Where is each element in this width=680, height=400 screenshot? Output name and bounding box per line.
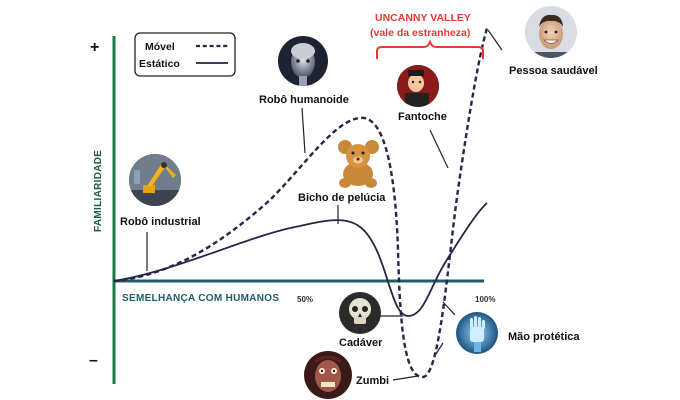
healthy-person-icon bbox=[525, 6, 577, 58]
zombie-label: Zumbi bbox=[356, 375, 389, 387]
tick-50: 50% bbox=[297, 295, 313, 304]
teddy-bear-label: Bicho de pelúcia bbox=[298, 192, 386, 204]
industrial-robot-icon bbox=[129, 154, 181, 206]
healthy-person-label: Pessoa saudável bbox=[509, 65, 598, 77]
skull-icon bbox=[339, 292, 381, 334]
legend-box: Móvel Estático bbox=[134, 32, 236, 77]
humanoid-robot-label: Robô humanoide bbox=[259, 94, 349, 106]
puppet-icon bbox=[397, 65, 439, 107]
puppet-label: Fantoche bbox=[398, 111, 447, 123]
teddy-bear-icon bbox=[338, 140, 379, 188]
x-axis-label: SEMELHANÇA COM HUMANOS bbox=[122, 293, 279, 304]
tick-100: 100% bbox=[475, 295, 495, 304]
uncanny-valley-subtitle: (vale da estranheza) bbox=[370, 27, 470, 39]
leader-lines bbox=[146, 29, 503, 381]
still-curve bbox=[113, 202, 488, 317]
corpse-label: Cadáver bbox=[339, 337, 383, 349]
uncanny-valley-title: UNCANNY VALLEY bbox=[375, 12, 471, 24]
legend-moving-label: Móvel bbox=[145, 41, 175, 53]
y-plus-sign: + bbox=[90, 39, 99, 56]
prosthetic-hand-icon bbox=[456, 312, 498, 354]
industrial-robot-label: Robô industrial bbox=[120, 216, 201, 228]
zombie-icon bbox=[304, 351, 352, 399]
uncanny-valley-bracket bbox=[376, 39, 484, 59]
prosthetic-hand-label: Mão protética bbox=[508, 331, 580, 343]
humanoid-robot-icon bbox=[278, 36, 328, 86]
legend-still-label: Estático bbox=[139, 58, 180, 70]
y-axis-label: FAMILIARIDADE bbox=[93, 150, 104, 232]
moving-curve bbox=[113, 27, 489, 379]
y-minus-sign: – bbox=[89, 352, 98, 369]
